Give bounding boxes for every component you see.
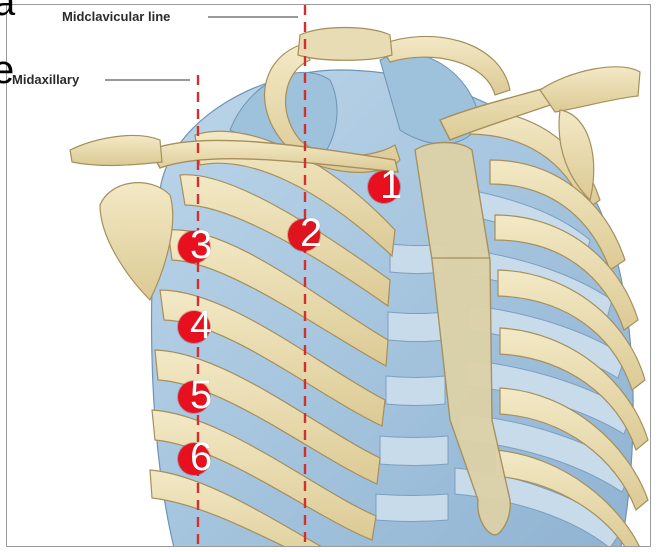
ribs-left (149, 130, 396, 546)
marker-label-6: 6 (190, 435, 213, 479)
marker-label-1: 1 (380, 163, 403, 207)
cropped-letter-a: a (0, 0, 16, 24)
marker-label-5: 5 (190, 373, 213, 417)
ribs-right (469, 109, 649, 546)
scapula-left (99, 182, 174, 302)
marker-point-1: 1 (368, 165, 402, 205)
cropped-letter-e: e (0, 48, 15, 92)
midaxillary-line-label: Midaxillary (12, 72, 80, 87)
marker-point-6: 6 (178, 437, 212, 477)
marker-label-2: 2 (300, 211, 323, 255)
marker-point-4: 4 (178, 305, 212, 345)
vertebra (297, 26, 393, 61)
clavicle-left (149, 139, 399, 173)
marker-point-3: 3 (178, 225, 212, 265)
marker-point-2: 2 (288, 213, 322, 253)
scapula-right (558, 109, 595, 202)
marker-point-5: 5 (178, 375, 212, 415)
sternum (414, 141, 511, 536)
first-rib (264, 44, 401, 173)
midclavicular-line-label: Midclavicular line (62, 9, 171, 24)
acromion-right (539, 66, 641, 113)
marker-label-4: 4 (190, 303, 213, 347)
marker-label-3: 3 (190, 223, 213, 267)
acromion-left (69, 134, 163, 167)
